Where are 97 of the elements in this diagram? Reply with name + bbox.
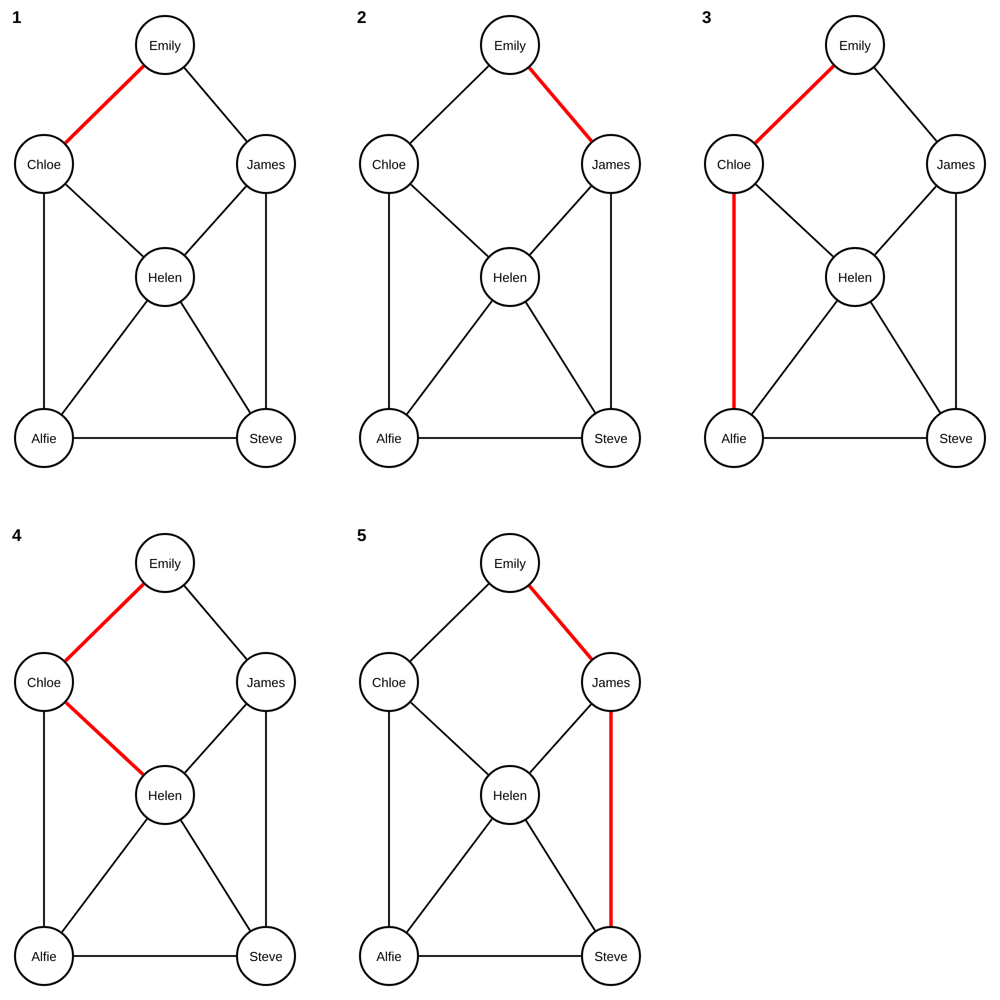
graph-edge: [525, 820, 596, 932]
person-name: Alfie: [376, 948, 402, 964]
graph-edge: [61, 300, 148, 415]
person-circle: [480, 247, 540, 307]
person-name: Helen: [493, 788, 527, 802]
panel-number: 3: [702, 8, 712, 28]
graph-edge: [528, 584, 593, 660]
person-name: Emily: [494, 556, 526, 570]
graph-edge: [265, 712, 267, 926]
person-circle: [825, 247, 885, 307]
graph-edge: [525, 302, 596, 414]
graph-edge: [410, 583, 490, 662]
graph-edge: [529, 186, 592, 256]
graph-edge: [388, 712, 390, 926]
graph-edge: [65, 184, 144, 258]
person-circle: [704, 134, 764, 194]
graph-edge: [754, 64, 835, 144]
graph-edge: [64, 701, 144, 776]
person-name: Chloe: [372, 156, 406, 172]
person-circle: [135, 765, 195, 825]
graph-edge: [184, 704, 247, 774]
person-circle: [135, 247, 195, 307]
person-name: Alfie: [31, 948, 57, 964]
panel-number: 4: [12, 526, 22, 546]
person-name: Alfie: [31, 430, 57, 446]
graph-edge: [529, 704, 592, 774]
graph-edge: [874, 186, 937, 256]
person-name: James: [592, 674, 630, 690]
panel-number: 1: [12, 8, 22, 28]
person-name: Steve: [249, 430, 283, 446]
graph-edge: [955, 194, 957, 408]
person-name: Steve: [939, 430, 973, 446]
panel-number: 2: [357, 8, 366, 28]
person-name: James: [246, 674, 286, 690]
person-name: Steve: [594, 948, 628, 964]
person-circle: [236, 134, 296, 194]
person-circle: [480, 15, 540, 75]
person-circle: [359, 652, 419, 712]
graph-edge: [610, 194, 612, 408]
graph-edge: [388, 194, 390, 408]
person-name: Emily: [149, 38, 181, 52]
graph-edge: [74, 955, 236, 957]
graph-edge: [265, 194, 267, 408]
person-name: Steve: [594, 430, 628, 446]
person-name: James: [936, 156, 976, 172]
person-name: Chloe: [27, 674, 61, 690]
graph-edge: [180, 820, 251, 932]
graph-edge: [528, 66, 593, 142]
person-name: Helen: [838, 270, 872, 284]
graph-edge: [755, 184, 834, 258]
person-circle: [581, 652, 641, 712]
graph-edge: [61, 818, 148, 933]
person-circle: [480, 765, 540, 825]
person-name: Alfie: [376, 430, 402, 446]
person-circle: [480, 533, 540, 593]
graph-edge: [64, 64, 145, 144]
graph-edge: [410, 702, 489, 776]
person-name: Helen: [148, 270, 182, 284]
graph-edge: [406, 818, 493, 933]
graph-edge: [74, 437, 236, 439]
graph-edge: [43, 712, 45, 926]
person-circle: [581, 134, 641, 194]
person-name: Emily: [149, 556, 181, 570]
person-circle: [926, 134, 986, 194]
graph-edge: [751, 300, 838, 415]
person-name: Emily: [494, 38, 526, 52]
person-name: Emily: [839, 38, 871, 52]
person-circle: [359, 134, 419, 194]
graph-edge: [64, 582, 145, 662]
person-name: James: [592, 156, 630, 172]
person-name: Chloe: [717, 156, 751, 172]
graph-edge: [764, 437, 926, 439]
person-name: Helen: [148, 788, 182, 802]
panel-number: 5: [357, 526, 366, 546]
graph-edge: [184, 585, 248, 660]
graph-edge: [609, 712, 613, 926]
graph-edge: [184, 67, 248, 142]
person-name: Alfie: [721, 430, 747, 446]
person-circle: [236, 652, 296, 712]
person-name: Chloe: [372, 674, 406, 690]
person-circle: [14, 652, 74, 712]
person-circle: [14, 134, 74, 194]
graph-edge: [410, 65, 490, 144]
person-name: Helen: [493, 270, 527, 284]
graph-edge: [180, 302, 251, 414]
graph-edge: [419, 437, 581, 439]
graph-edge: [870, 302, 941, 414]
graph-edge: [43, 194, 45, 408]
person-name: James: [246, 156, 286, 172]
graph-edge: [419, 955, 581, 957]
graph-edge: [874, 67, 938, 142]
graph-edge: [410, 184, 489, 258]
person-name: Steve: [249, 948, 283, 964]
graph-edge: [184, 186, 247, 256]
graph-edge: [732, 194, 736, 408]
graph-edge: [406, 300, 493, 415]
person-name: Chloe: [27, 156, 61, 172]
